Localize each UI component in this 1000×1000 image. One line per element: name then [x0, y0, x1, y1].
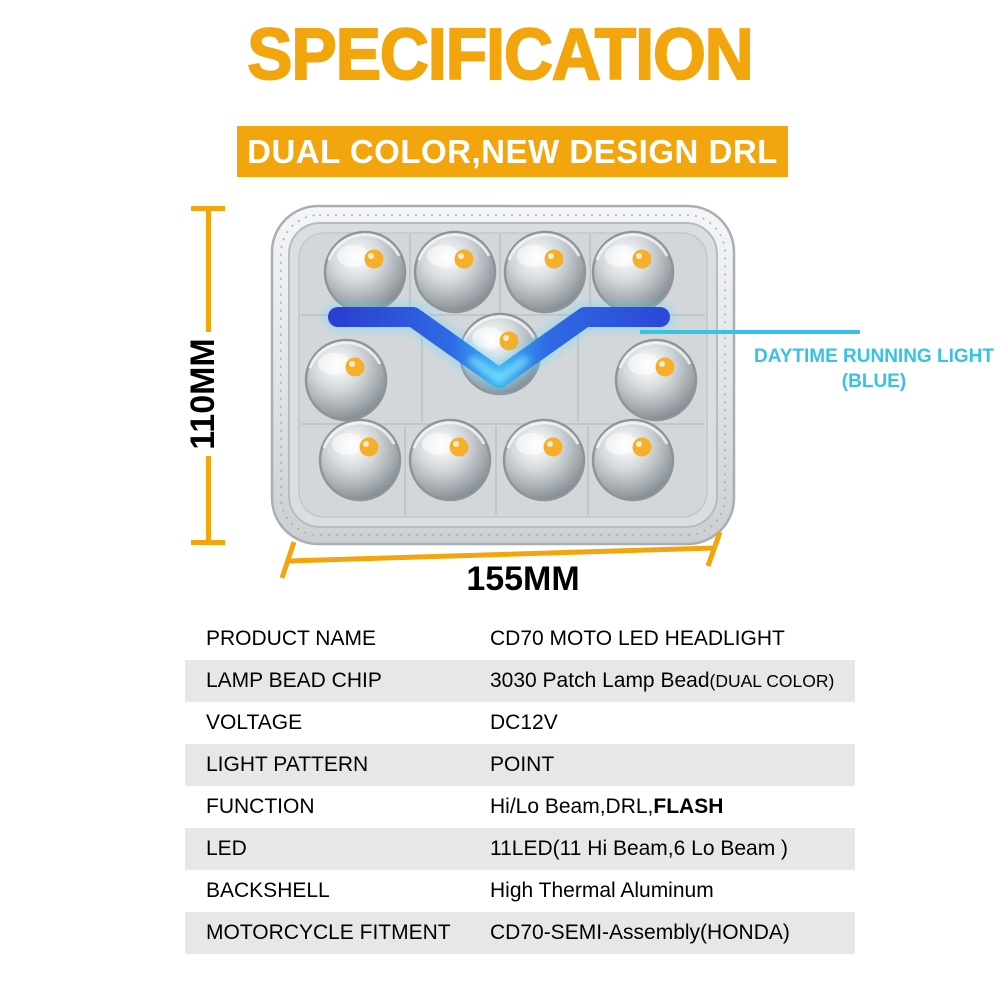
width-dim-line — [279, 531, 723, 579]
row-value-main: CD70 MOTO LED HEADLIGHT — [490, 627, 785, 650]
drl-v-strip — [323, 302, 675, 393]
table-row: LED 11LED(11 Hi Beam,6 Lo Beam ) — [185, 828, 855, 870]
table-row: FUNCTION Hi/Lo Beam,DRL,FLASH — [185, 786, 855, 828]
page-title: SPECIFICATION — [246, 14, 754, 95]
row-value-main: CD70-SEMI-Assembly(HONDA) — [490, 921, 790, 944]
spec-table: PRODUCT NAME CD70 MOTO LED HEADLIGHT LAM… — [185, 618, 855, 954]
table-row: MOTORCYCLE FITMENT CD70-SEMI-Assembly(HO… — [185, 912, 855, 954]
row-value: CD70-SEMI-Assembly(HONDA) — [490, 921, 855, 945]
row-value-main: DC12V — [490, 711, 558, 734]
headlight-svg — [270, 204, 736, 546]
row-value-main: Hi/Lo Beam,DRL, — [490, 795, 654, 818]
table-row: BACKSHELL High Thermal Aluminum — [185, 870, 855, 912]
drl-callout-line — [640, 330, 860, 334]
row-value: High Thermal Aluminum — [490, 879, 855, 903]
row-value: POINT — [490, 753, 855, 777]
table-row: VOLTAGE DC12V — [185, 702, 855, 744]
row-label: LIGHT PATTERN — [206, 753, 369, 776]
row-value-extra: (DUAL COLOR) — [709, 671, 835, 691]
row-value: Hi/Lo Beam,DRL,FLASH — [490, 795, 855, 819]
width-dim-label: 155MM — [438, 560, 608, 599]
row-value: CD70 MOTO LED HEADLIGHT — [490, 627, 855, 651]
banner: DUAL COLOR,NEW DESIGN DRL — [237, 126, 788, 177]
row-value: DC12V — [490, 711, 855, 735]
table-row: LAMP BEAD CHIP 3030 Patch Lamp Bead(DUAL… — [185, 660, 855, 702]
table-row: PRODUCT NAME CD70 MOTO LED HEADLIGHT — [185, 618, 855, 660]
row-label: LAMP BEAD CHIP — [206, 669, 382, 692]
drl-callout-text: DAYTIME RUNNING LIGHT — [754, 346, 994, 367]
row-label: MOTORCYCLE FITMENT — [206, 921, 451, 944]
drl-callout-label: DAYTIME RUNNING LIGHT (BLUE) — [752, 344, 996, 394]
row-label: VOLTAGE — [206, 711, 303, 734]
banner-text: DUAL COLOR,NEW DESIGN DRL — [247, 132, 778, 170]
row-label: BACKSHELL — [206, 879, 330, 902]
row-value-main: 11LED(11 Hi Beam,6 Lo Beam ) — [490, 837, 789, 860]
drl-callout-subtext: (BLUE) — [841, 371, 907, 392]
row-value-main: POINT — [490, 753, 555, 776]
height-dim-bottom-cap — [191, 540, 225, 545]
row-label: PRODUCT NAME — [206, 627, 376, 650]
row-value-main: High Thermal Aluminum — [490, 879, 714, 902]
row-label: LED — [206, 837, 247, 860]
row-value-extra: FLASH — [653, 795, 724, 818]
height-dim-label: 110MM — [183, 332, 223, 456]
headlight-illustration — [268, 202, 738, 548]
row-label: FUNCTION — [206, 795, 315, 818]
row-value: 3030 Patch Lamp Bead(DUAL COLOR) — [490, 669, 855, 693]
table-row: LIGHT PATTERN POINT — [185, 744, 855, 786]
row-value: 11LED(11 Hi Beam,6 Lo Beam ) — [490, 837, 855, 861]
height-dim-top-cap — [191, 206, 225, 211]
row-value-main: 3030 Patch Lamp Bead — [490, 669, 710, 692]
